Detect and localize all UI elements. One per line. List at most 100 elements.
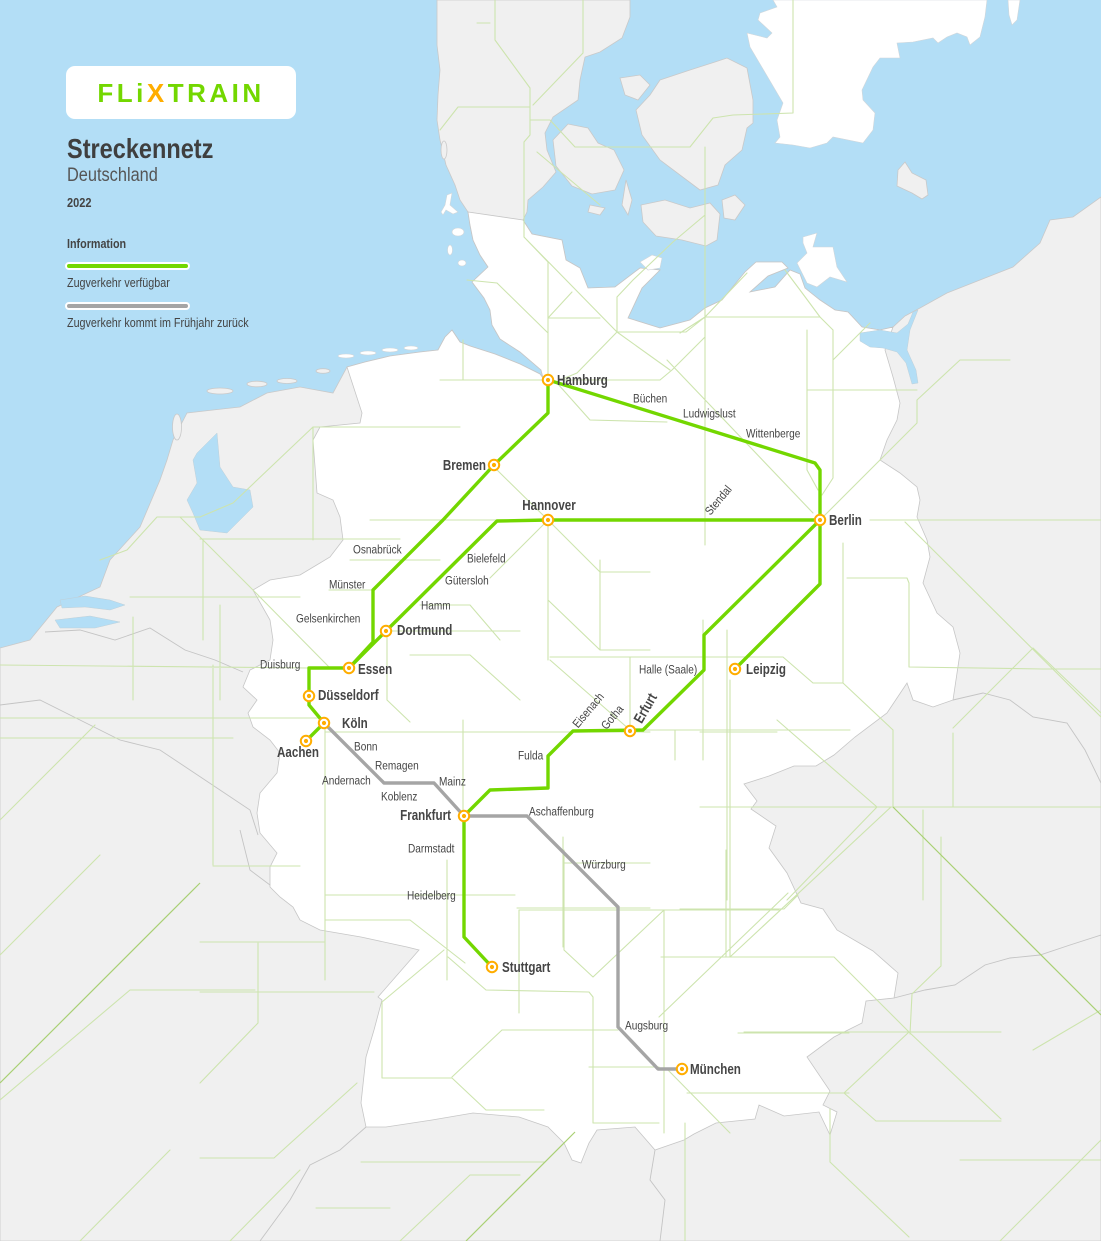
legend-heading: Information	[67, 237, 127, 251]
route-frankfurt-wuerzburg-augsburg-muenchen[interactable]	[462, 814, 684, 1071]
station-essen[interactable]	[342, 661, 356, 675]
station-name: München	[690, 1061, 741, 1078]
logo-text-fl: FL	[97, 77, 137, 108]
station-aachen[interactable]	[299, 734, 313, 748]
station-dot-icon	[491, 462, 497, 468]
stop-name: Duisburg	[260, 659, 300, 672]
station-name: Essen	[358, 661, 392, 678]
sweden-land	[746, 0, 988, 149]
station-dot-icon	[545, 517, 551, 523]
station-name: Frankfurt	[400, 807, 451, 824]
stop-label-heidelberg: Heidelberg	[407, 890, 456, 903]
stop-name: Büchen	[633, 393, 667, 406]
station-dot-icon	[489, 964, 495, 970]
station-markers	[299, 373, 827, 1076]
country-borders	[0, 627, 1101, 1241]
station-hannover[interactable]	[541, 513, 555, 527]
station-name: Köln	[342, 715, 368, 732]
ijsselmeer-water	[186, 432, 254, 534]
route-koeln-koblenz-mainz-frankfurt[interactable]	[322, 721, 466, 818]
station-name: Leipzig	[746, 661, 786, 678]
route-essen-dortmund-hannover-berlin[interactable]	[347, 518, 822, 670]
station-berlin[interactable]	[813, 513, 827, 527]
stop-label-gelsenkirchen: Gelsenkirchen	[296, 613, 360, 626]
station-name: Dortmund	[397, 622, 452, 639]
station-dot-icon	[321, 720, 327, 726]
station-frankfurt[interactable]	[457, 809, 471, 823]
stop-name: Münster	[329, 579, 366, 592]
route-frankfurt-stuttgart[interactable]	[462, 814, 494, 969]
station-dot-icon	[679, 1066, 685, 1072]
station-munchen[interactable]	[675, 1062, 689, 1076]
stop-name: Fulda	[518, 750, 544, 763]
stop-label-munster: Münster	[329, 579, 366, 592]
stop-label-koblenz: Koblenz	[381, 791, 417, 804]
legend-line-paused	[65, 302, 190, 310]
stop-label-duisburg: Duisburg	[260, 659, 300, 672]
station-dot-icon	[817, 517, 823, 523]
year-label: 2022	[67, 196, 92, 210]
station-label-hannover: Hannover	[522, 497, 575, 514]
stop-name: Bielefeld	[467, 553, 506, 566]
stop-label-buchen: Büchen	[633, 393, 667, 406]
page-subtitle: Deutschland	[67, 165, 158, 186]
stettin-lagoon-water	[859, 309, 919, 385]
flixtrain-logo: FLiXTRAIN	[66, 66, 296, 119]
stop-label-ludwigslust: Ludwigslust	[683, 408, 736, 421]
stop-name: Gütersloh	[445, 575, 489, 588]
station-dot-icon	[346, 665, 352, 671]
stop-name: Ludwigslust	[683, 408, 736, 421]
stop-name: Aschaffenburg	[529, 806, 594, 819]
stop-label-augsburg: Augsburg	[625, 1020, 668, 1033]
station-leipzig[interactable]	[728, 662, 742, 676]
station-dot-icon	[303, 738, 309, 744]
station-name: Aachen	[277, 744, 319, 761]
logo-x-icon: X	[146, 77, 168, 108]
stop-label-aschaffenburg: Aschaffenburg	[529, 806, 594, 819]
stop-name: Halle (Saale)	[639, 664, 697, 677]
stop-name: Hamm	[421, 600, 451, 613]
stop-label-hamm: Hamm	[421, 600, 451, 613]
stop-name: Remagen	[375, 760, 419, 773]
route-hamburg-wittenberge-berlin[interactable]	[546, 378, 822, 522]
stop-label-fulda: Fulda	[518, 750, 544, 763]
station-stuttgart[interactable]	[485, 960, 499, 974]
station-hamburg[interactable]	[541, 373, 555, 387]
station-erfurt[interactable]	[623, 724, 637, 738]
stop-label-darmstadt: Darmstadt	[408, 843, 454, 856]
station-name: Bremen	[443, 457, 486, 474]
route-berlin-halle-erfurt-frankfurt[interactable]	[462, 518, 822, 818]
station-label-hamburg: Hamburg	[557, 372, 608, 389]
flixtrain-routes	[304, 378, 822, 1071]
stop-label-remagen: Remagen	[375, 760, 419, 773]
station-dortmund[interactable]	[379, 624, 393, 638]
station-name: Hannover	[522, 497, 575, 514]
stop-name: Koblenz	[381, 791, 417, 804]
stop-label-gutersloh: Gütersloh	[445, 575, 489, 588]
stop-name: Wittenberge	[746, 428, 800, 441]
station-bremen[interactable]	[487, 458, 501, 472]
legend-label-active: Zugverkehr verfügbar	[67, 276, 170, 290]
station-dot-icon	[461, 813, 467, 819]
logo-text-i: i	[136, 77, 147, 108]
stop-label-andernach: Andernach	[322, 775, 371, 788]
route-essen-duisburg-duesseldorf-koeln-aachen[interactable]	[304, 666, 351, 743]
stop-label-bielefeld: Bielefeld	[467, 553, 506, 566]
station-name: Hamburg	[557, 372, 608, 389]
station-label-koln: Köln	[342, 715, 368, 732]
legend-line-active	[65, 262, 190, 270]
route-berlin-leipzig[interactable]	[733, 518, 822, 671]
legend-label-paused: Zugverkehr kommt im Frühjahr zurück	[67, 316, 249, 330]
sweden-land-tip	[1007, 0, 1021, 26]
station-dot-icon	[306, 693, 312, 699]
station-dusseldorf[interactable]	[302, 689, 316, 703]
station-label-munchen: München	[690, 1061, 741, 1078]
stop-label-wittenberge: Wittenberge	[746, 428, 800, 441]
station-name: Berlin	[829, 512, 862, 529]
station-koln[interactable]	[317, 716, 331, 730]
logo-wordmark: FLiXTRAIN	[97, 80, 264, 106]
stop-name: Heidelberg	[407, 890, 456, 903]
